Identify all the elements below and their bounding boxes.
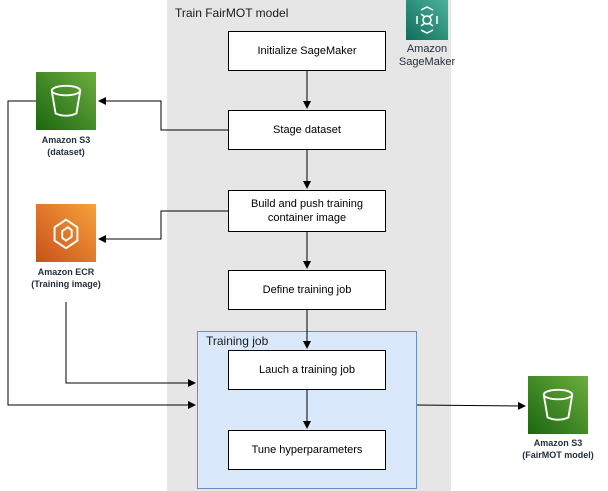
step-label: Stage dataset bbox=[273, 124, 341, 136]
sagemaker-label: Amazon SageMaker bbox=[398, 43, 456, 68]
s3-dataset-icon bbox=[36, 72, 96, 130]
step-label: Tune hyperparameters bbox=[251, 444, 363, 456]
edge-stage-to-s3 bbox=[98, 97, 228, 131]
edge-s3-to-training bbox=[7, 100, 196, 409]
training-job-title: Training job bbox=[206, 334, 269, 348]
step-launch-training-job[interactable]: Lauch a training job bbox=[228, 350, 386, 390]
ecr-label: Amazon ECR (Training image) bbox=[31, 267, 101, 289]
sagemaker-icon bbox=[406, 0, 448, 40]
step-initialize-sagemaker[interactable]: Initialize SageMaker bbox=[228, 31, 386, 71]
step-tune-hyperparameters[interactable]: Tune hyperparameters bbox=[228, 430, 386, 470]
ecr-icon bbox=[36, 204, 96, 262]
edge-build-to-ecr bbox=[98, 210, 228, 243]
step-define-training-job[interactable]: Define training job bbox=[228, 270, 386, 310]
edge-ecr-to-training bbox=[65, 302, 196, 387]
edge-training-to-s3-model bbox=[416, 401, 526, 410]
s3-model-label: Amazon S3 (FairMOT model) bbox=[522, 438, 594, 460]
step-label: Lauch a training job bbox=[258, 364, 355, 376]
step-stage-dataset[interactable]: Stage dataset bbox=[228, 110, 386, 150]
panel-title: Train FairMOT model bbox=[175, 6, 289, 20]
s3-dataset-label: Amazon S3 (dataset) bbox=[41, 135, 91, 157]
step-label: Define training job bbox=[262, 284, 352, 296]
step-build-push-image[interactable]: Build and push training container image bbox=[228, 190, 386, 232]
step-label: Build and push training container image bbox=[251, 198, 363, 224]
s3-model-icon bbox=[528, 376, 588, 434]
step-label: Initialize SageMaker bbox=[257, 45, 357, 57]
